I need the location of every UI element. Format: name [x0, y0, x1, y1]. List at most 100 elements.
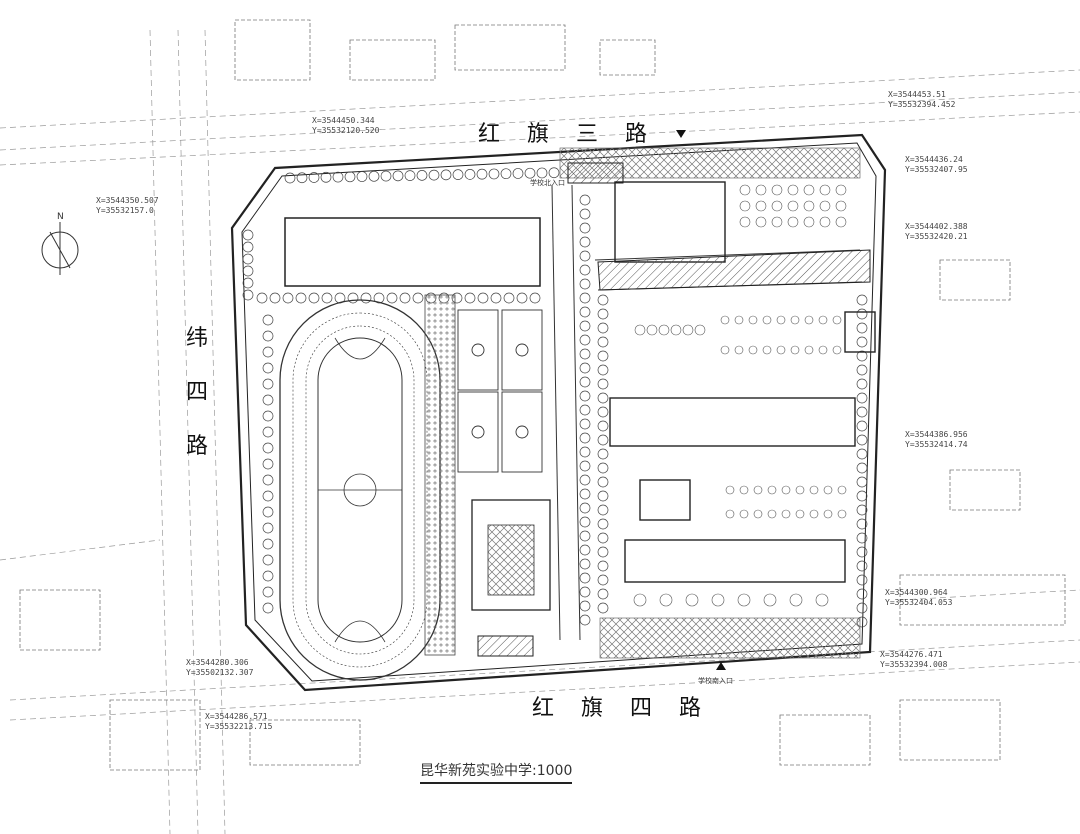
- tree-symbol: [262, 410, 274, 422]
- tree-symbol: [579, 306, 591, 318]
- tree-symbol: [819, 216, 831, 228]
- tree-symbol: [856, 588, 868, 600]
- tree-symbol: [856, 392, 868, 404]
- tree-symbol: [725, 509, 735, 519]
- tree-symbol: [753, 485, 763, 495]
- tree-symbol: [739, 509, 749, 519]
- tree-symbol: [516, 292, 528, 304]
- tree-symbol: [579, 208, 591, 220]
- tree-symbol: [373, 292, 385, 304]
- tree-symbol: [597, 350, 609, 362]
- tree-symbol: [262, 362, 274, 374]
- tree-symbol: [787, 216, 799, 228]
- tree-symbol: [579, 264, 591, 276]
- tree-symbol: [781, 485, 791, 495]
- tree-symbol: [347, 292, 359, 304]
- tree-symbol: [242, 229, 254, 241]
- tree-symbol: [579, 544, 591, 556]
- tree-symbol: [781, 509, 791, 519]
- tree-symbol: [529, 292, 541, 304]
- tree-symbol: [262, 538, 274, 550]
- tree-symbol: [262, 602, 274, 614]
- plan-scale: :1000: [532, 763, 573, 779]
- tree-symbol: [633, 593, 647, 607]
- tree-symbol: [536, 167, 548, 179]
- tree-symbol: [477, 292, 489, 304]
- tree-symbol: [771, 184, 783, 196]
- tree-symbol: [789, 593, 803, 607]
- tree-symbol: [360, 292, 372, 304]
- road-label-west-char: 路: [185, 434, 208, 459]
- tree-symbol: [682, 324, 694, 336]
- tree-symbol: [386, 292, 398, 304]
- tree-symbol: [579, 530, 591, 542]
- tree-symbol: [804, 315, 814, 325]
- tree-symbol: [856, 434, 868, 446]
- tree-symbol: [579, 390, 591, 402]
- coord-label: X=3544276.471: [880, 650, 943, 659]
- tree-symbol: [452, 169, 464, 180]
- tree-symbol: [579, 460, 591, 472]
- tree-symbol: [597, 378, 609, 390]
- tree-symbol: [856, 532, 868, 544]
- tree-symbol: [739, 200, 751, 212]
- tree-symbol: [597, 308, 609, 320]
- tree-symbol: [262, 394, 274, 406]
- tree-symbol: [659, 593, 673, 607]
- tree-symbol: [795, 509, 805, 519]
- tree-symbol: [819, 200, 831, 212]
- plan-caption: 昆华新苑实验中学:1000: [420, 760, 573, 784]
- tree-symbol: [320, 171, 332, 183]
- tree-symbol: [262, 426, 274, 438]
- coord-label: X=3544286.571: [205, 712, 268, 721]
- tree-symbol: [856, 476, 868, 488]
- road-label-west-char: 四: [185, 380, 208, 405]
- coord-label: Y=35532414.74: [905, 440, 968, 449]
- coord-label: Y=35502132.307: [186, 668, 254, 677]
- tree-symbol: [762, 345, 772, 355]
- tree-symbol: [579, 320, 591, 332]
- tree-symbol: [832, 315, 842, 325]
- coord-label: Y=35532394.452: [888, 100, 956, 109]
- tree-symbol: [579, 334, 591, 346]
- tree-symbol: [579, 292, 591, 304]
- tree-symbol: [308, 172, 320, 183]
- hatched-wing: [597, 249, 871, 291]
- tree-symbol: [832, 345, 842, 355]
- tree-symbol: [597, 336, 609, 348]
- building-north-left: [284, 217, 541, 287]
- tree-symbol: [803, 216, 815, 228]
- tree-symbol: [597, 504, 609, 516]
- tree-symbol: [856, 350, 868, 362]
- tree-symbol: [597, 420, 609, 432]
- tree-symbol: [399, 292, 411, 304]
- tree-symbol: [579, 362, 591, 374]
- tree-symbol: [763, 593, 777, 607]
- stands: [424, 294, 456, 656]
- tree-symbol: [658, 324, 670, 336]
- tree-symbol: [476, 168, 488, 180]
- tree-symbol: [579, 558, 591, 570]
- tree-symbol: [597, 602, 609, 614]
- tree-symbol: [524, 167, 536, 179]
- basketball-courts: [457, 309, 543, 473]
- tree-symbol: [753, 509, 763, 519]
- tree-symbol: [856, 336, 868, 348]
- tree-symbol: [579, 194, 591, 206]
- coord-label: Y=35532404.053: [885, 598, 953, 607]
- tree-symbol: [837, 485, 847, 495]
- tree-symbol: [428, 169, 440, 181]
- tree-symbol: [464, 169, 476, 180]
- academic-buildings: [609, 181, 876, 583]
- tree-symbol: [579, 614, 591, 626]
- south-plaza: [599, 617, 861, 659]
- tree-symbol: [597, 588, 609, 600]
- tree-symbol: [262, 330, 274, 342]
- gym-roof: [487, 524, 535, 596]
- tree-symbol: [490, 292, 502, 304]
- tree-symbol: [597, 448, 609, 460]
- tree-symbol: [332, 171, 344, 183]
- tree-symbol: [823, 485, 833, 495]
- tree-symbol: [856, 322, 868, 334]
